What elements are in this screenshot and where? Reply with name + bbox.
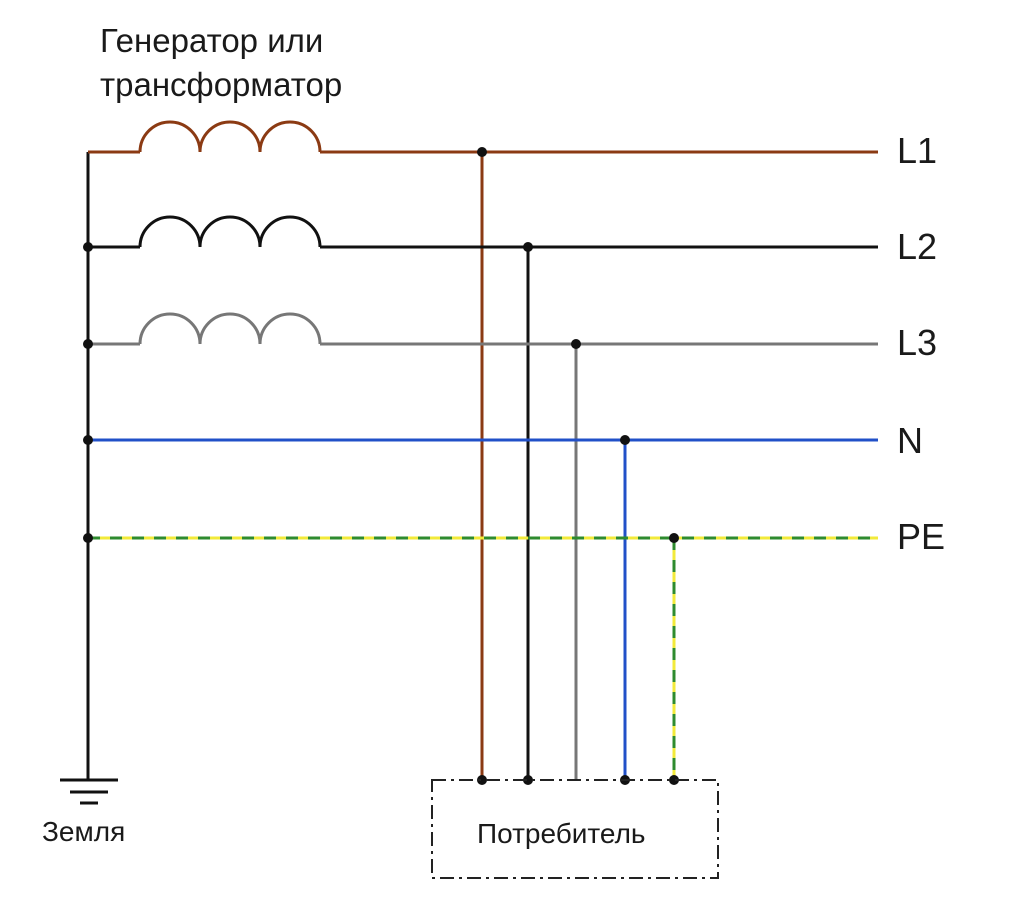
ground-label: Земля xyxy=(42,816,126,847)
junction-dot xyxy=(83,242,93,252)
junction-dot xyxy=(669,775,679,785)
ground-symbol-icon xyxy=(60,778,118,805)
junction-dot xyxy=(477,775,487,785)
conductor-l1 xyxy=(88,120,878,780)
label-l1: L1 xyxy=(897,130,938,171)
label-l2: L2 xyxy=(897,226,938,267)
junction-dot xyxy=(669,533,679,543)
consumer-label: Потребитель xyxy=(477,818,646,849)
l2-winding-icon xyxy=(138,215,322,248)
source-title-line1: Генератор или xyxy=(100,22,324,59)
consumer-box xyxy=(431,779,719,879)
junction-dot xyxy=(620,435,630,445)
junction-dot xyxy=(83,533,93,543)
l1-winding-icon xyxy=(138,120,322,153)
conductor-pe xyxy=(88,536,878,780)
junction-dots xyxy=(83,147,679,785)
label-l3: L3 xyxy=(897,322,938,363)
source-title-line2: трансформатор xyxy=(100,66,343,103)
junction-dot xyxy=(83,435,93,445)
junction-dot xyxy=(477,147,487,157)
conductor-l2 xyxy=(88,215,878,780)
junction-dot xyxy=(571,339,581,349)
l3-winding-icon xyxy=(138,312,322,345)
conductor-l3 xyxy=(88,312,878,780)
junction-dot xyxy=(523,775,533,785)
label-pe: PE xyxy=(897,516,946,557)
label-n: N xyxy=(897,420,923,461)
conductor-n xyxy=(88,438,878,780)
junction-dot xyxy=(523,242,533,252)
junction-dot xyxy=(83,339,93,349)
